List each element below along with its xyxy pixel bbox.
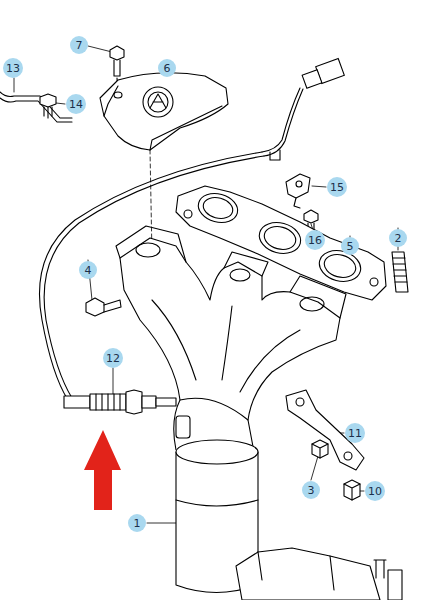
callout-text: 10 [368, 486, 382, 497]
lower-bracket [236, 548, 402, 600]
wire-clip [0, 92, 72, 118]
callout-number: 4 [79, 261, 97, 279]
nut [344, 480, 360, 500]
bolt [40, 94, 56, 118]
gasket [176, 186, 386, 300]
callout-number: 16 [305, 230, 325, 250]
callout-text: 4 [85, 265, 92, 276]
callout-number: 7 [70, 36, 88, 54]
callout-number: 6 [158, 59, 176, 77]
callout-number: 14 [66, 94, 86, 114]
callout-text: 13 [6, 63, 20, 74]
callout-number: 5 [341, 237, 359, 255]
callout-text: 16 [308, 235, 322, 246]
callout-text: 15 [330, 182, 344, 193]
nut [312, 440, 328, 458]
callout-number: 11 [345, 423, 365, 443]
wire-clip [0, 98, 72, 122]
callout-number: 15 [327, 177, 347, 197]
callout-text: 6 [164, 63, 171, 74]
callout-text: 14 [69, 99, 83, 110]
callout-number: 1 [128, 514, 146, 532]
callout-text: 2 [395, 233, 402, 244]
callout-text: 7 [76, 40, 83, 51]
callout-text: 5 [347, 241, 354, 252]
bolt [86, 298, 121, 316]
oxygen-sensor [64, 390, 176, 414]
callout-number: 12 [103, 348, 123, 368]
callout-number: 2 [389, 229, 407, 247]
callout-number: 10 [365, 481, 385, 501]
stud-bolt [392, 252, 408, 292]
callout-text: 12 [106, 353, 120, 364]
pointer-arrow [84, 430, 121, 510]
callout-text: 1 [134, 518, 141, 529]
bracket [286, 390, 364, 470]
callout-text: 11 [348, 428, 362, 439]
callout-text: 3 [308, 485, 315, 496]
callout-number: 3 [302, 481, 320, 499]
bracket [286, 174, 310, 208]
callout-number: 13 [3, 58, 23, 78]
